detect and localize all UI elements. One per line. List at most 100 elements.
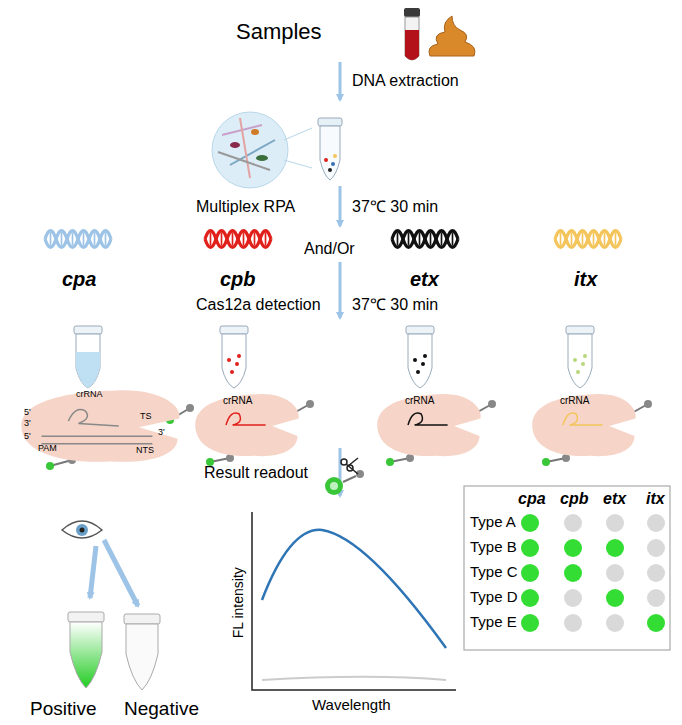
stool-icon — [429, 16, 475, 56]
plot-axes — [252, 512, 456, 690]
dna-lysate — [251, 129, 259, 135]
view-arrow — [90, 546, 96, 598]
dna-lysate — [230, 140, 275, 165]
detection-tube — [566, 326, 594, 334]
connector-word: And/Or — [304, 240, 355, 258]
column-header: etx — [603, 490, 626, 508]
cas12a-body — [377, 394, 481, 456]
column-header: itx — [646, 490, 665, 508]
positive-tube — [70, 622, 102, 688]
detection-tube — [220, 326, 248, 334]
result-dot — [606, 539, 624, 557]
strand-label: NTS — [136, 446, 154, 455]
step-label: Samples — [236, 20, 322, 44]
result-dot — [606, 589, 624, 607]
eye-icon — [76, 524, 88, 536]
crrna-strand — [42, 410, 153, 444]
column-header: cpb — [560, 490, 588, 508]
result-label: Negative — [124, 699, 199, 720]
reaction-tube — [328, 168, 332, 172]
detection-tube — [237, 354, 241, 358]
blood-tube — [405, 30, 419, 60]
cleaved-fluorophore — [325, 477, 343, 495]
flow-arrow — [339, 186, 342, 226]
negative-tube — [124, 614, 160, 624]
detection-tube — [76, 352, 100, 388]
flow-arrow — [339, 262, 342, 318]
crrna-label: crRNA — [560, 396, 589, 406]
result-dot — [606, 514, 624, 532]
scissors-icon — [341, 458, 358, 474]
detection-tube — [222, 334, 246, 388]
plot-axes — [252, 512, 456, 690]
dna-helix — [555, 231, 621, 248]
view-arrow — [90, 540, 138, 606]
cas12a-complex: crRNA — [193, 392, 303, 458]
ssdna-reporter — [306, 400, 314, 408]
detection-tube — [583, 354, 587, 358]
dna-lysate — [284, 160, 312, 168]
dna-helix — [398, 232, 453, 245]
detection-tube — [230, 370, 234, 374]
cas12a-complex: crRNA — [530, 392, 640, 458]
strand-label: TS — [140, 412, 152, 421]
cleaved-fluorophore — [343, 476, 356, 482]
strand-label: PAM — [38, 444, 57, 453]
result-dot — [606, 614, 624, 632]
cleaved-fluorophore — [330, 482, 338, 490]
detection-tube — [568, 334, 592, 388]
result-dot — [521, 539, 539, 557]
reaction-tube — [324, 158, 328, 162]
ssdna-reporter — [186, 404, 194, 412]
dna-lysate — [212, 112, 288, 188]
blood-tube — [404, 8, 420, 17]
result-dot — [647, 589, 665, 607]
dna-helix — [211, 232, 266, 245]
dna-lysate — [256, 155, 268, 161]
dna-helix — [392, 231, 458, 248]
blood-tube — [404, 8, 420, 60]
type-table — [464, 486, 670, 650]
detection-tube — [74, 326, 102, 334]
detection-tube — [581, 362, 585, 366]
axis-label: FL intensity — [230, 567, 245, 638]
row-header: Type B — [470, 539, 517, 556]
flow-arrow — [339, 62, 342, 100]
dna-lysate — [284, 128, 312, 140]
strand-label: 5' — [24, 432, 31, 441]
gene-label: cpa — [62, 268, 96, 290]
blood-tube — [405, 17, 419, 60]
detection-tube — [408, 334, 432, 388]
detection-tube — [220, 326, 248, 388]
dna-helix — [392, 231, 458, 248]
dna-helix — [205, 231, 271, 248]
dna-lysate — [230, 142, 240, 148]
crrna-strand — [226, 413, 266, 425]
eye-icon — [62, 521, 102, 538]
result-dot — [521, 514, 665, 632]
scissors-icon — [348, 458, 358, 466]
dna-lysate — [240, 118, 250, 178]
ssdna-reporter — [542, 458, 550, 466]
strand-label: 3' — [24, 419, 31, 428]
view-arrow — [104, 540, 138, 606]
detection-tube — [406, 326, 434, 334]
detection-tube — [235, 362, 239, 366]
result-dot — [521, 564, 539, 582]
column-header: cpa — [518, 490, 546, 508]
type-table — [464, 486, 670, 650]
reaction-tube — [333, 154, 337, 158]
detection-tube — [566, 326, 594, 388]
crrna-strand — [408, 413, 448, 425]
dna-helix — [51, 232, 106, 245]
detection-tube — [421, 362, 425, 366]
reaction-tube — [318, 118, 342, 180]
gene-label: etx — [410, 268, 439, 290]
plot-axes — [262, 677, 446, 680]
dna-helix — [561, 232, 616, 245]
plot-axes — [262, 530, 446, 648]
detection-tube — [416, 370, 420, 374]
condition-label: 37℃ 30 min — [352, 198, 438, 216]
step-label: Multiplex RPA — [196, 198, 295, 216]
